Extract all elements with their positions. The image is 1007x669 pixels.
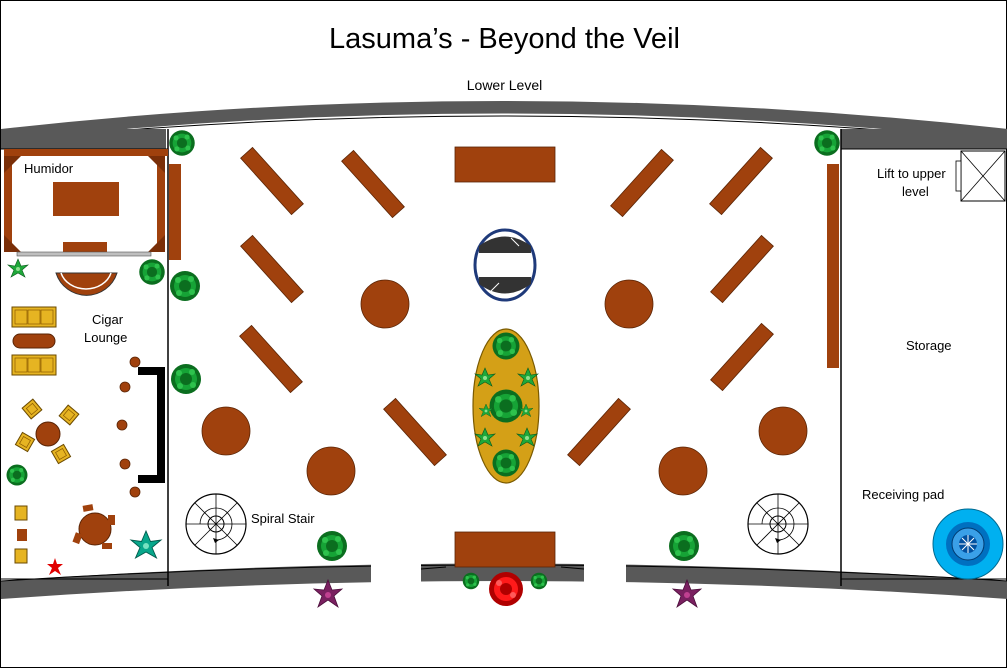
cigar-lounge-label-line2: Lounge	[84, 330, 128, 345]
center-pod	[473, 228, 537, 302]
lift-label-line1: Lift to upper	[877, 166, 946, 181]
lower-wall	[1, 563, 1007, 599]
lift-label-line2: level	[902, 184, 929, 199]
wall-shelf-right	[827, 164, 839, 368]
upper-wall	[1, 101, 1007, 141]
lift	[955, 150, 1006, 202]
wall-shelf-left	[169, 164, 181, 260]
tables	[201, 146, 808, 568]
level-subtitle: Lower Level	[466, 77, 543, 93]
receiving-pad	[932, 508, 1004, 580]
spiral-stair-label: Spiral Stair	[251, 511, 315, 526]
central-planter	[472, 328, 540, 484]
humidor-label: Humidor	[24, 161, 74, 176]
storage-label: Storage	[906, 338, 952, 353]
cigar-lounge-label-line1: Cigar	[92, 312, 124, 327]
cigar-lounge-seating	[11, 306, 80, 465]
humidor	[4, 149, 168, 296]
page-title: Lasuma’s - Beyond the Veil	[329, 23, 680, 55]
receiving-pad-label: Receiving pad	[862, 487, 945, 502]
